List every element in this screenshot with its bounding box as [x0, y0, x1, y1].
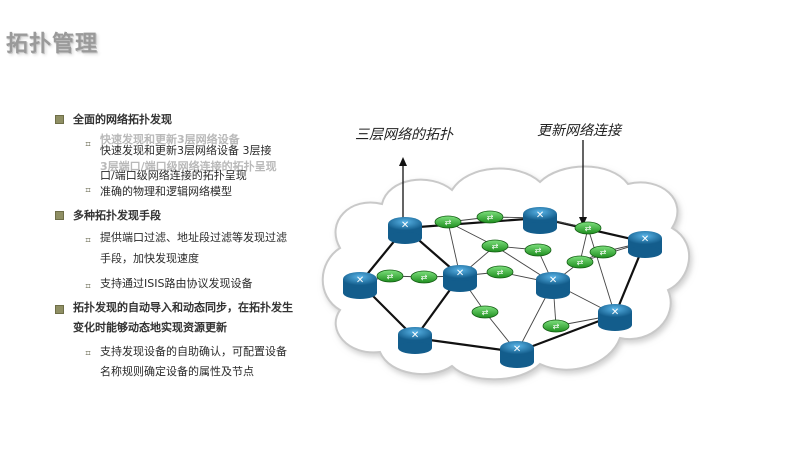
bullet-square-icon [55, 211, 64, 220]
switch-icons: ⇄ ⇄ ⇄ ⇄ ⇄ ⇄ ⇄ ⇄ ⇄ ⇄ ⇄ ⇄ [376, 210, 617, 333]
svg-text:✕: ✕ [641, 234, 649, 245]
svg-text:✕: ✕ [456, 268, 464, 279]
bullet-heading: 多种拓扑发现手段 [73, 209, 161, 222]
bullet-heading: 拓扑发现的自动导入和动态同步，在拓扑发生 [73, 301, 293, 314]
svg-text:⇄: ⇄ [585, 224, 592, 233]
bullet-square-icon [55, 305, 64, 314]
svg-text:⇄: ⇄ [445, 218, 452, 227]
svg-text:✕: ✕ [549, 275, 557, 286]
bullet-sub-icon: ⌗ [85, 140, 91, 150]
bullet-item: 快速发现和更新3层网络设备 3层接 [100, 144, 272, 157]
svg-text:⇄: ⇄ [497, 268, 504, 277]
bullet-item: 准确的物理和逻辑网络模型 [100, 185, 232, 198]
page-title: 拓扑管理 [6, 32, 99, 57]
bullet-sub-icon: ⌗ [85, 349, 91, 359]
bullet-item: 支持发现设备的自助确认，可配置设备 [100, 345, 287, 358]
bullet-item: 手段，加快发现速度 [100, 252, 199, 265]
ghost-text: 3层端口/端口级网络连接的拓扑呈现 [100, 160, 277, 173]
bullet-sub-icon: ⌗ [85, 186, 91, 196]
bullet-square-icon [55, 115, 64, 124]
svg-text:⇄: ⇄ [421, 273, 428, 282]
svg-text:✕: ✕ [401, 220, 409, 231]
svg-text:⇄: ⇄ [482, 308, 489, 317]
bullet-item: 名称规则确定设备的属性及节点 [100, 365, 254, 378]
bullet-item: 提供端口过滤、地址段过滤等发现过滤 [100, 231, 287, 244]
ghost-text: 快速发现和更新3层网络设备 [100, 133, 240, 146]
svg-text:⇄: ⇄ [535, 246, 542, 255]
svg-text:✕: ✕ [536, 210, 544, 221]
svg-text:⇄: ⇄ [492, 242, 499, 251]
svg-text:⇄: ⇄ [387, 272, 394, 281]
svg-text:⇄: ⇄ [487, 213, 494, 222]
router-icons: ✕ ✕ ✕ ✕ ✕ ✕ ✕ ✕ ✕ [343, 207, 662, 368]
svg-text:✕: ✕ [411, 330, 419, 341]
svg-text:✕: ✕ [513, 344, 521, 355]
callout-right: 更新网络连接 [537, 123, 621, 139]
svg-text:✕: ✕ [356, 275, 364, 286]
bullet-sub-icon: ⌗ [85, 282, 91, 292]
bullet-heading: 变化时能够动态地实现资源更新 [73, 321, 227, 334]
svg-text:✕: ✕ [611, 307, 619, 318]
bullet-sub-icon: ⌗ [85, 236, 91, 246]
svg-text:⇄: ⇄ [600, 248, 607, 257]
callout-left: 三层网络的拓扑 [355, 127, 453, 143]
svg-text:⇄: ⇄ [577, 258, 584, 267]
bullet-item: 支持通过ISIS路由协议发现设备 [100, 277, 253, 290]
bullet-heading: 全面的网络拓扑发现 [73, 113, 172, 126]
bullet-item: 口/端口级网络连接的拓扑呈现 [100, 169, 247, 182]
svg-text:⇄: ⇄ [553, 322, 560, 331]
